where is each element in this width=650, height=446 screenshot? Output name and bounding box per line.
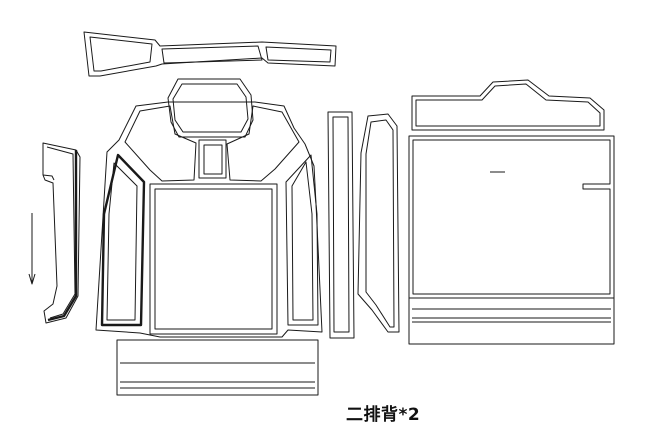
bottom-strip-piece xyxy=(116,339,319,396)
main-seatback-piece xyxy=(95,78,323,338)
left-side-bolster-piece xyxy=(42,142,81,324)
rear-back-panel-piece xyxy=(408,79,615,345)
direction-arrow-icon xyxy=(28,213,36,285)
top-strip-piece xyxy=(83,31,337,77)
right-side-bolster-piece xyxy=(357,113,400,333)
drawing-caption: 二排背*2 xyxy=(346,405,421,425)
vertical-strip-piece xyxy=(327,111,355,339)
